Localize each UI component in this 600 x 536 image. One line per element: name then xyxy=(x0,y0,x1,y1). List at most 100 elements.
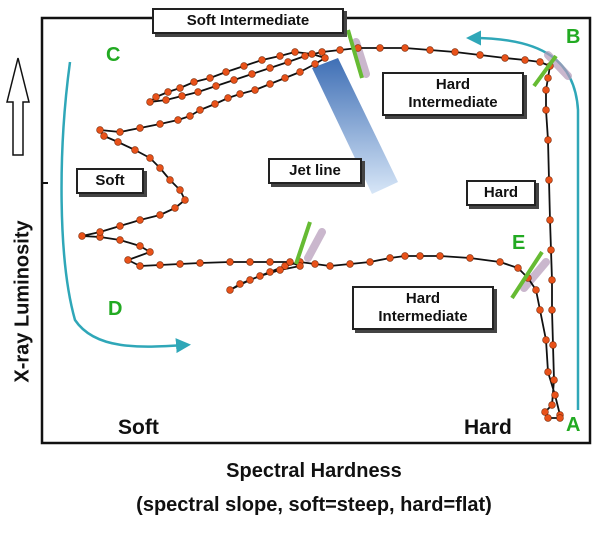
track-dot xyxy=(496,258,504,266)
track-dot xyxy=(246,258,254,266)
track-dot xyxy=(176,260,184,268)
track-dot xyxy=(230,76,238,84)
track-dot xyxy=(266,80,274,88)
track-dot xyxy=(116,236,124,244)
label-hard-intermediate-bottom: Hard Intermediate xyxy=(352,286,494,330)
track-dot xyxy=(548,306,556,314)
track-dot xyxy=(346,260,354,268)
track-dot xyxy=(166,176,174,184)
track-dot xyxy=(124,256,132,264)
track-dots xyxy=(78,44,564,422)
track-dot xyxy=(256,272,264,280)
track-dot xyxy=(240,62,248,70)
track-dot xyxy=(176,186,184,194)
x-end-soft: Soft xyxy=(118,416,159,439)
track-dot xyxy=(544,136,552,144)
track-dot xyxy=(251,86,259,94)
track-dot xyxy=(548,276,556,284)
point-b: B xyxy=(566,26,581,48)
track-dot xyxy=(136,262,144,270)
track-dot xyxy=(318,48,326,56)
track-dot xyxy=(546,216,554,224)
track-dot xyxy=(544,74,552,82)
track-dot xyxy=(164,88,172,96)
track-dot xyxy=(266,64,274,72)
track-dot xyxy=(401,252,409,260)
track-dot xyxy=(276,52,284,60)
transition-marker-b xyxy=(532,54,558,88)
track-dot xyxy=(171,204,179,212)
left-loop-arrow xyxy=(60,61,191,354)
track-dot xyxy=(196,259,204,267)
track-dot xyxy=(181,196,189,204)
track-dot xyxy=(284,58,292,66)
track-dot xyxy=(116,128,124,136)
transition-marker-soft-intermediate xyxy=(346,29,364,79)
track-dot xyxy=(131,146,139,154)
track-dot xyxy=(466,254,474,262)
track-dot xyxy=(116,222,124,230)
track-dot xyxy=(386,254,394,262)
track-dot xyxy=(336,46,344,54)
track-dot xyxy=(281,262,289,270)
track-dot xyxy=(542,336,550,344)
track-dot xyxy=(544,368,552,376)
track-dot xyxy=(206,74,214,82)
track-dot xyxy=(547,246,555,254)
track-dot xyxy=(451,48,459,56)
track-dot xyxy=(156,261,164,269)
track-dot xyxy=(548,401,556,409)
hard-intermediate-bottom-line2: Intermediate xyxy=(378,308,468,325)
hard-intermediate-bottom-line1: Hard xyxy=(405,290,441,307)
track-dot xyxy=(96,228,104,236)
track-dot xyxy=(196,106,204,114)
track-dot xyxy=(296,262,304,270)
track-dot xyxy=(549,341,557,349)
track-dot xyxy=(146,98,154,106)
track-dot xyxy=(162,96,170,104)
label-soft-intermediate: Soft Intermediate xyxy=(152,8,344,34)
track-dot xyxy=(226,286,234,294)
track-dot xyxy=(532,286,540,294)
track-dot xyxy=(296,68,304,76)
track-dot xyxy=(266,268,274,276)
track-dot xyxy=(536,306,544,314)
track-dot xyxy=(190,78,198,86)
track-dot xyxy=(78,232,86,240)
track-dot xyxy=(545,176,553,184)
track-dot xyxy=(114,138,122,146)
track-dot xyxy=(222,68,230,76)
hard-intermediate-top-line2: Intermediate xyxy=(408,94,498,111)
track-dot xyxy=(542,86,550,94)
track-dot xyxy=(536,58,544,66)
track-dot xyxy=(176,84,184,92)
label-soft: Soft xyxy=(76,168,144,194)
marker-shadow-b xyxy=(544,51,572,80)
track-dot xyxy=(156,164,164,172)
track-dot xyxy=(416,252,424,260)
label-hard: Hard xyxy=(466,180,536,206)
track-dot xyxy=(246,276,254,284)
track-dot xyxy=(541,408,549,416)
point-d: D xyxy=(108,298,123,320)
track-dot xyxy=(521,56,529,64)
y-axis-arrow-icon xyxy=(6,57,30,156)
x-end-hard: Hard xyxy=(464,416,512,439)
x-axis-subtitle: (spectral slope, soft=steep, hard=flat) xyxy=(136,494,492,516)
track-dot xyxy=(321,54,329,62)
track-dot xyxy=(146,154,154,162)
track-dot xyxy=(376,44,384,52)
y-axis-title: X-ray Luminosity xyxy=(11,220,34,383)
track-dot xyxy=(401,44,409,52)
track-dot xyxy=(194,88,202,96)
track-dot xyxy=(136,216,144,224)
track-dot xyxy=(426,46,434,54)
hard-intermediate-top-line1: Hard xyxy=(435,76,471,93)
label-jet-line: Jet line xyxy=(268,158,362,184)
track-dot xyxy=(281,74,289,82)
track-dot xyxy=(136,242,144,250)
track-dot xyxy=(186,112,194,120)
track-dot xyxy=(301,52,309,60)
track-dot xyxy=(556,414,564,422)
